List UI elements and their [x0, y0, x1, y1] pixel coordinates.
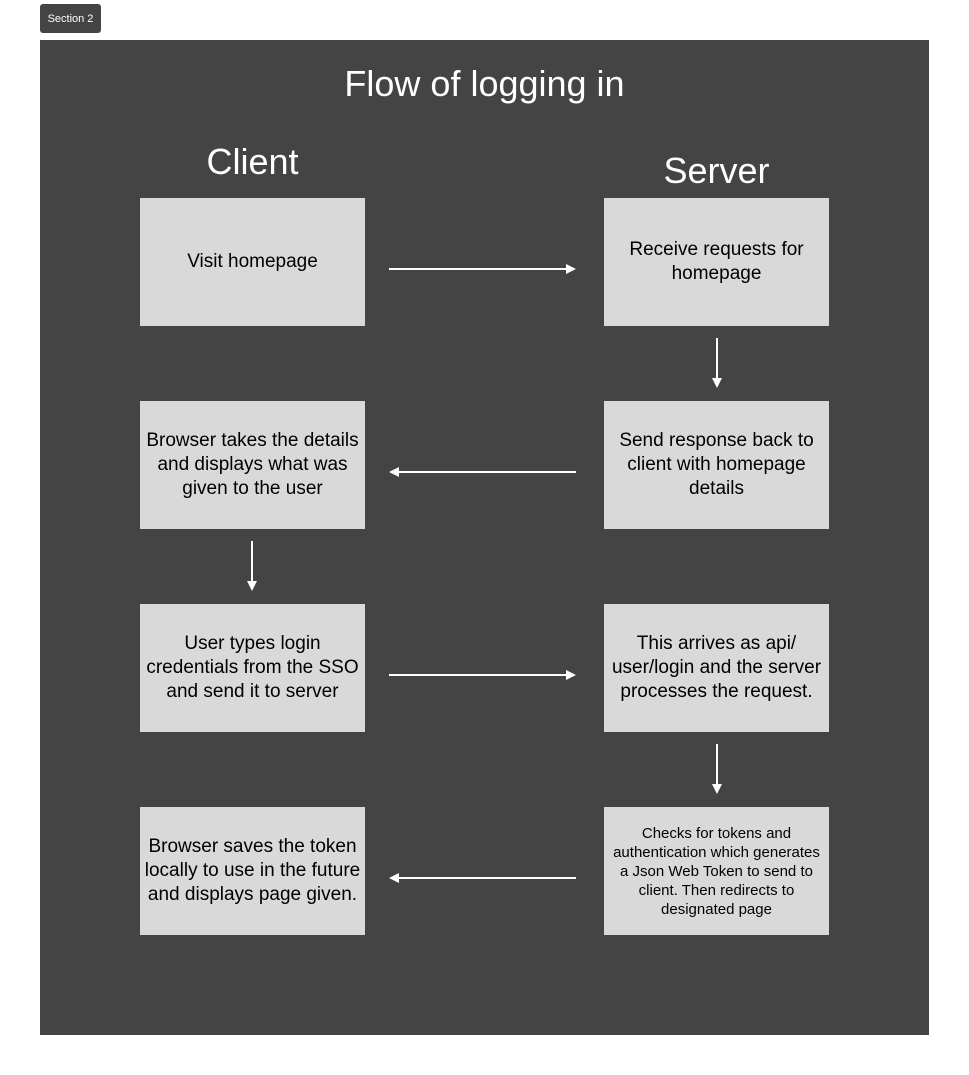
client-column-header: Client [206, 141, 299, 182]
step-arrives-api-label: This arrives as api/ user/login and the … [611, 633, 822, 702]
diagram-title: Flow of logging in [344, 63, 625, 104]
step-browser-displays: Browser takes the details and displays w… [140, 401, 365, 529]
step-browser-displays-label: Browser takes the details and displays w… [146, 430, 359, 499]
step-user-login: User types login credentials from the SS… [140, 604, 365, 732]
step-arrives-api: This arrives as api/ user/login and the … [604, 604, 829, 732]
step-browser-saves-label: Browser saves the token locally to use i… [144, 836, 361, 905]
step-browser-saves: Browser saves the token locally to use i… [140, 807, 365, 935]
step-send-response-label: Send response back to client with homepa… [619, 430, 814, 499]
step-checks-tokens-label: Checks for tokens and authentication whi… [613, 824, 820, 918]
step-visit-homepage-label: Visit homepage [187, 251, 318, 272]
server-column-header: Server [663, 150, 770, 191]
step-receive-requests: Receive requests for homepage [604, 198, 829, 326]
step-user-login-label: User types login credentials from the SS… [146, 633, 359, 702]
step-receive-requests-label: Receive requests for homepage [629, 239, 804, 284]
step-visit-homepage: Visit homepage [140, 198, 365, 326]
step-checks-tokens: Checks for tokens and authentication whi… [604, 807, 829, 935]
section-tag[interactable]: Section 2 [40, 4, 101, 33]
step-send-response: Send response back to client with homepa… [604, 401, 829, 529]
